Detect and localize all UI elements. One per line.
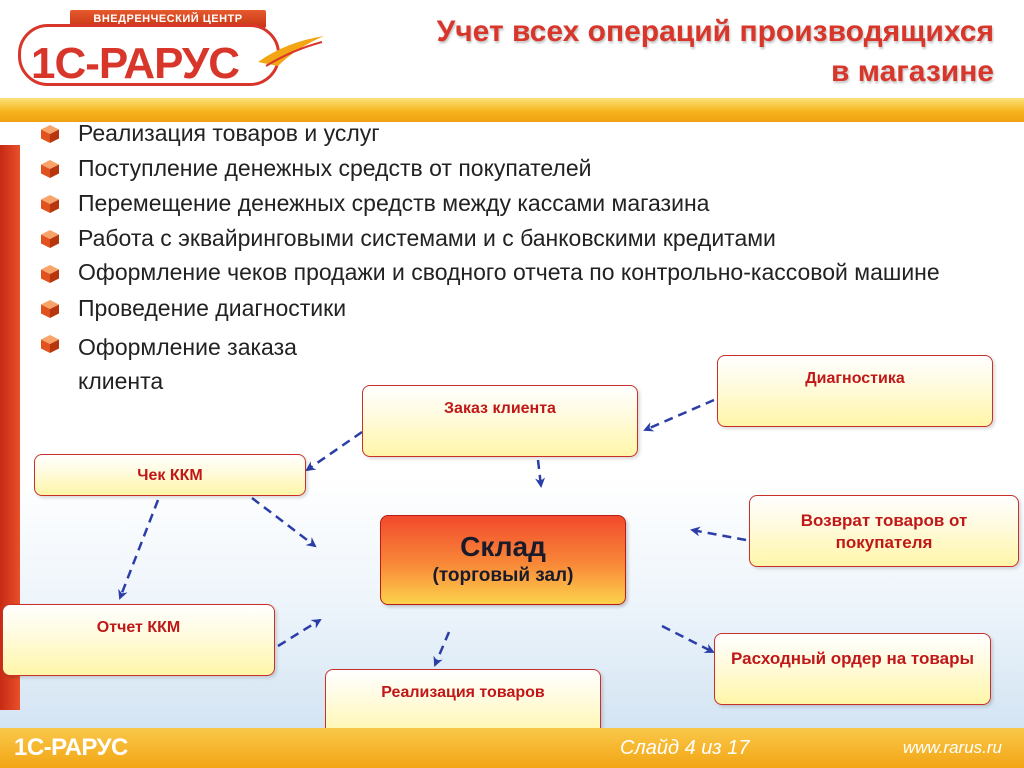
box-warehouse: Склад (торговый зал) — [380, 515, 626, 605]
list-item: Поступление денежных средств от покупате… — [40, 155, 970, 182]
box-report: Отчет ККМ — [2, 604, 275, 676]
bullet-text: Работа с эквайринговыми системами и с ба… — [78, 225, 776, 251]
warehouse-subtitle: (торговый зал) — [432, 565, 574, 586]
list-item: Перемещение денежных средств между касса… — [40, 190, 970, 217]
arrow-return-to-warehouse — [690, 526, 747, 542]
title-line-1: Учет всех операций производящихся — [436, 15, 994, 48]
cube-bullet-icon — [41, 335, 59, 353]
arrow-warehouse-to-expense — [661, 624, 715, 654]
title-line-2: в магазине — [831, 55, 994, 88]
cube-bullet-icon — [41, 125, 59, 143]
bullet-text: Проведение диагностики — [78, 295, 347, 321]
header-bar — [0, 98, 1024, 122]
list-item: Оформление чеков продажи и сводного отче… — [40, 260, 970, 285]
list-item: Работа с эквайринговыми системами и с ба… — [40, 225, 970, 252]
footer-bar: 1С-РАРУС Слайд 4 из 17 www.rarus.ru — [0, 728, 1024, 768]
bullet-text: Перемещение денежных средств между касса… — [78, 190, 710, 216]
arrow-order-to-receipt — [305, 430, 363, 472]
arrow-receipt-to-warehouse — [251, 497, 317, 548]
cube-bullet-icon — [41, 230, 59, 248]
bullet-text: Оформление чеков продажи и сводного отче… — [78, 259, 940, 285]
logo-swoosh-icon — [258, 36, 324, 67]
arrow-report-to-warehouse — [277, 618, 322, 648]
box-label: Заказ клиента — [444, 400, 556, 417]
logo-pill: 1С-РАРУС — [18, 24, 280, 88]
box-label: Отчет ККМ — [96, 619, 181, 636]
bullet-text: Реализация товаров и услуг — [78, 120, 380, 146]
bullet-text: Поступление денежных средств от покупате… — [78, 155, 592, 181]
box-return: Возврат товаров от покупателя — [749, 495, 1019, 567]
logo-banner: ВНЕДРЕНЧЕСКИЙ ЦЕНТР — [70, 10, 266, 28]
list-item: Проведение диагностики — [40, 295, 970, 322]
box-label: Диагностика — [805, 370, 905, 387]
bullet-text: Оформление заказа клиента — [78, 334, 297, 394]
slide-counter: Слайд 4 из 17 — [620, 737, 750, 759]
box-label: Расходный ордер на товары — [731, 649, 974, 668]
box-label: Возврат товаров от покупателя — [800, 511, 968, 552]
logo-text: 1С-РАРУС — [31, 39, 240, 88]
warehouse-title: Склад — [460, 531, 546, 562]
arrow-warehouse-to-sales — [433, 631, 451, 667]
box-receipt: Чек ККМ — [34, 454, 306, 496]
cube-bullet-icon — [41, 265, 59, 283]
box-diagnostics: Диагностика — [717, 355, 993, 427]
company-logo: ВНЕДРЕНЧЕСКИЙ ЦЕНТР 1С-РАРУС — [18, 10, 324, 90]
box-expense-order: Расходный ордер на товары — [714, 633, 991, 705]
arrow-order-to-warehouse — [535, 459, 546, 488]
box-label: Реализация товаров — [381, 684, 545, 701]
left-accent-bar — [0, 145, 20, 710]
website-link[interactable]: www.rarus.ru — [902, 738, 1002, 757]
list-item: Реализация товаров и услуг — [40, 120, 970, 147]
box-customer-order: Заказ клиента — [362, 385, 638, 457]
bullet-list: Реализация товаров и услуг Поступление д… — [40, 120, 970, 406]
cube-bullet-icon — [41, 160, 59, 178]
footer-logo: 1С-РАРУС — [14, 734, 128, 761]
arrow-receipt-to-report — [118, 499, 160, 600]
list-item: Оформление заказа клиента — [40, 330, 340, 398]
box-label: Чек ККМ — [137, 467, 203, 484]
cube-bullet-icon — [41, 300, 59, 318]
cube-bullet-icon — [41, 195, 59, 213]
slide-title: Учет всех операций производящихся в мага… — [354, 12, 994, 92]
